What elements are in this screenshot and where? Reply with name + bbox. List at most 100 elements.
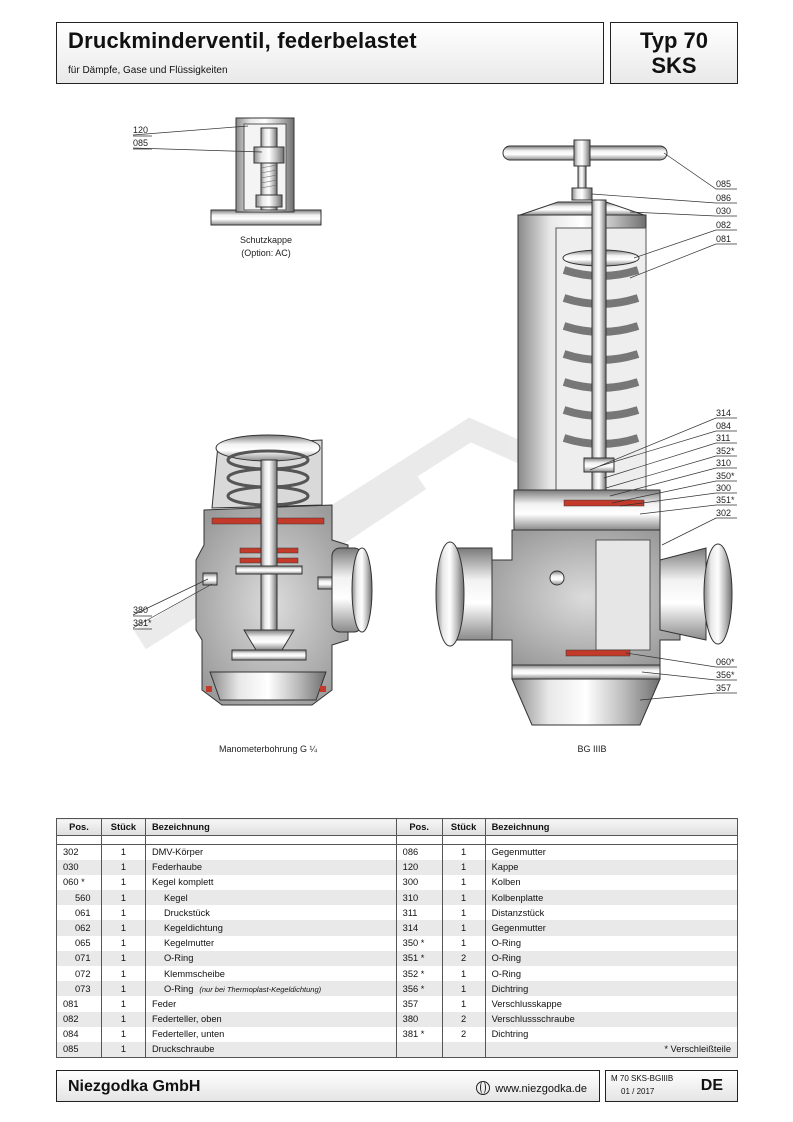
document-title: Druckminderventil, federbelastet — [68, 28, 417, 53]
description-cell: Dichtring — [484, 1026, 739, 1042]
qty-cell: 1 — [441, 905, 486, 921]
footer-document-block: M 70 SKS-BGIIIB 01 / 2017 DE — [605, 1070, 738, 1102]
label-030: 030 — [716, 206, 731, 216]
description-cell: Federteller, unten — [144, 1026, 397, 1042]
company-name: Niezgodka GmbH — [68, 1078, 201, 1095]
pos-cell: 062 — [56, 920, 102, 936]
description-note: (nur bei Thermoplast-Kegeldichtung) — [199, 984, 322, 994]
pos-cell: 380 — [395, 1011, 443, 1027]
description-cell: Klemmscheibe — [144, 966, 397, 982]
table-header-row: Pos. Stück Bezeichnung Pos. Stück Bezeic… — [56, 818, 739, 836]
pos-cell: 357 — [395, 996, 443, 1012]
globe-icon — [476, 1081, 491, 1095]
type-model: SKS — [651, 53, 697, 78]
label-082: 082 — [716, 220, 731, 230]
cap-label-085: 085 — [133, 138, 148, 148]
label-351: 351* — [716, 495, 735, 505]
pos-cell: 351 * — [395, 950, 443, 966]
qty-cell: 2 — [441, 1011, 486, 1027]
label-302: 302 — [716, 508, 731, 518]
pos-cell: 085 — [56, 1041, 102, 1058]
qty-cell: 1 — [441, 996, 486, 1012]
description-cell: Kegel komplett — [144, 874, 397, 891]
pos-cell: 560 — [56, 890, 102, 906]
description-cell: Distanzstück — [484, 905, 739, 921]
description-cell: Druckschraube — [144, 1041, 397, 1058]
pos-cell: 356 * — [395, 981, 443, 997]
pos-cell: 081 — [56, 996, 102, 1012]
website-link[interactable]: www.niezgodka.de — [476, 1081, 587, 1095]
description-cell: Druckstück — [144, 905, 397, 921]
description-cell: Kegeldichtung — [144, 920, 397, 936]
qty-cell: 1 — [100, 844, 146, 860]
description-text: O-Ring — [163, 983, 194, 994]
header-description: Bezeichnung — [144, 818, 397, 836]
qty-cell: 1 — [100, 874, 146, 891]
header-description-2: Bezeichnung — [484, 818, 739, 836]
pos-cell: 060 * — [56, 874, 102, 891]
label-060: 060* — [716, 657, 735, 667]
label-311: 311 — [716, 433, 730, 443]
website-text: www.niezgodka.de — [495, 1083, 587, 1095]
description-cell: Kegelmutter — [144, 935, 397, 951]
qty-cell: 1 — [441, 966, 486, 982]
description-cell: O-Ring (nur bei Thermoplast-Kegeldichtung… — [144, 981, 397, 997]
qty-cell: 1 — [100, 981, 146, 997]
qty-cell — [441, 1041, 486, 1058]
qty-cell: 1 — [100, 905, 146, 921]
type-label: Typ 70 — [639, 28, 709, 53]
pos-cell: 030 — [56, 859, 102, 875]
pos-cell: 302 — [56, 844, 102, 860]
description-cell: O-Ring — [144, 950, 397, 966]
document-code: M 70 SKS-BGIIIB — [611, 1074, 674, 1083]
document-date: 01 / 2017 — [621, 1087, 655, 1096]
cap-caption-line1: Schutzkappe — [240, 235, 292, 245]
description-cell: Federhaube — [144, 859, 397, 875]
header-pos: Pos. — [56, 818, 102, 836]
pos-cell: 065 — [56, 935, 102, 951]
qty-cell: 1 — [441, 890, 486, 906]
pos-cell: 310 — [395, 890, 443, 906]
label-310: 310 — [716, 458, 731, 468]
footer-company-block: Niezgodka GmbH www.niezgodka.de — [56, 1070, 600, 1102]
qty-cell: 2 — [441, 950, 486, 966]
pos-cell: 061 — [56, 905, 102, 921]
label-352: 352* — [716, 446, 735, 456]
left-label-380: 380 — [133, 605, 148, 615]
valve-cross-section-drawing: 380 381* Manometerbohrung G ¼ — [132, 434, 373, 754]
description-cell: Kolbenplatte — [484, 890, 739, 906]
description-cell: Gegenmutter — [484, 920, 739, 936]
qty-cell: 1 — [441, 981, 486, 997]
cap-caption-line2: (Option: AC) — [241, 248, 291, 258]
pos-cell: 086 — [395, 844, 443, 860]
pos-cell: 350 * — [395, 935, 443, 951]
label-086: 086 — [716, 193, 731, 203]
document-language: DE — [700, 1077, 723, 1094]
label-081: 081 — [716, 234, 731, 244]
description-cell: O-Ring — [484, 935, 739, 951]
title-block: Druckminderventil, federbelastet für Däm… — [56, 22, 604, 84]
pos-cell: 073 — [56, 981, 102, 997]
header-qty: Stück — [100, 818, 146, 836]
qty-cell: 1 — [441, 874, 486, 891]
description-cell: Kappe — [484, 859, 739, 875]
description-cell: O-Ring — [484, 966, 739, 982]
pos-cell: 300 — [395, 874, 443, 891]
label-300: 300 — [716, 483, 731, 493]
right-leaders — [589, 152, 737, 701]
right-labels: 085 086 030 082 081 314 084 311 352* 310… — [716, 179, 735, 693]
qty-cell: 1 — [441, 935, 486, 951]
description-cell: * Verschleißteile — [484, 1041, 739, 1058]
qty-cell: 1 — [100, 996, 146, 1012]
